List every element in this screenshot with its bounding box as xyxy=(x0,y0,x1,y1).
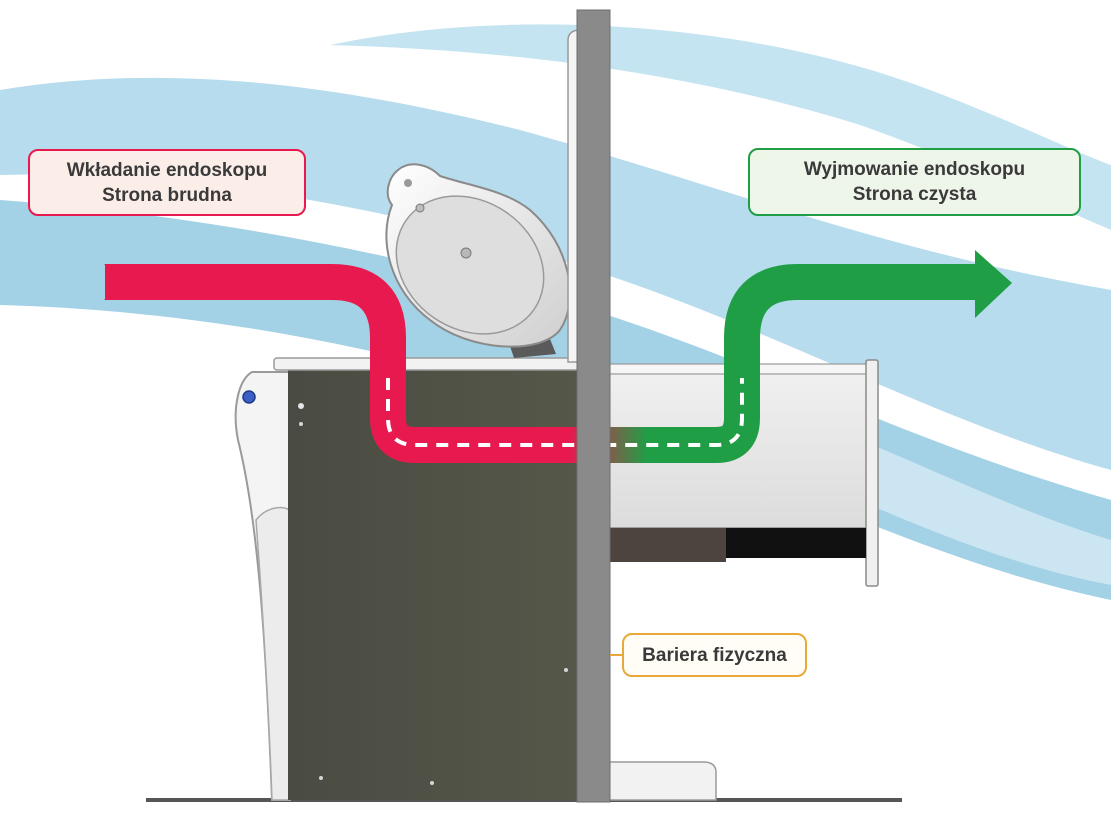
flow-dashed-line xyxy=(386,378,744,447)
drawer-lower-dark xyxy=(724,528,866,558)
machine-side-lower xyxy=(255,506,291,801)
wave-band-3 xyxy=(330,24,1111,231)
drawer-front-panel xyxy=(865,359,879,587)
clean-arrow-head xyxy=(975,250,1012,318)
dirty-arrow-tail xyxy=(104,264,145,300)
lid-center-knob xyxy=(460,247,472,259)
clean-side-label-line1: Wyjmowanie endoskopu xyxy=(803,159,1026,180)
clean-side-label: Wyjmowanie endoskopu Strona czysta xyxy=(748,148,1081,216)
barrier-foot xyxy=(599,761,717,801)
power-button[interactable] xyxy=(242,390,256,404)
machine-top-edge xyxy=(273,357,581,371)
lid-hinge xyxy=(415,203,425,213)
physical-barrier-wall xyxy=(576,9,611,803)
barrier-label-text: Bariera fizyczna xyxy=(642,644,787,666)
drawer-lower-brown xyxy=(608,528,726,562)
lid-inner xyxy=(395,195,545,335)
body-dot xyxy=(298,403,304,409)
dirty-side-label-line1: Wkładanie endoskopu xyxy=(66,159,268,181)
endoscope-flow-path xyxy=(104,250,1012,463)
dirty-side-label: Wkładanie endoskopu Strona brudna xyxy=(28,149,306,216)
barrier-label: Bariera fizyczna xyxy=(622,633,807,677)
body-dot xyxy=(319,776,323,780)
lid-handle-hole xyxy=(404,179,412,187)
body-dot xyxy=(299,422,303,426)
washer-machine xyxy=(234,357,581,801)
body-dot xyxy=(564,668,568,672)
clean-side-label-line2: Strona czysta xyxy=(852,184,977,205)
open-lid xyxy=(385,163,571,358)
dirty-side-label-line2: Strona brudna xyxy=(102,184,232,206)
body-dot xyxy=(430,781,434,785)
